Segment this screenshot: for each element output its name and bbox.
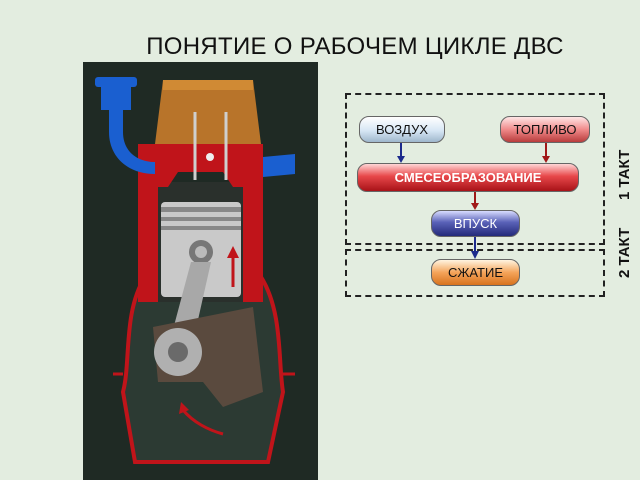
page-title: ПОНЯТИЕ О РАБОЧЕМ ЦИКЛЕ ДВС xyxy=(146,33,564,60)
cylinder-right-wall xyxy=(243,182,263,302)
engine-illustration xyxy=(83,62,318,480)
valve-cover xyxy=(155,80,261,144)
stage2-label: 2 ТАКТ xyxy=(616,227,633,278)
intake-pipe xyxy=(101,84,155,174)
stage1-label: 1 ТАКТ xyxy=(616,149,633,200)
node-fuel: ТОПЛИВО xyxy=(500,116,590,143)
node-air: ВОЗДУХ xyxy=(359,116,445,143)
node-compression: СЖАТИЕ xyxy=(431,259,520,286)
crank-rotation-arrow xyxy=(181,409,224,436)
node-mixing: СМЕСЕОБРАЗОВАНИЕ xyxy=(357,163,579,192)
exhaust-pipe xyxy=(263,154,295,177)
node-intake: ВПУСК xyxy=(431,210,520,237)
cylinder-left-wall xyxy=(138,182,158,302)
cylinder-head xyxy=(138,144,263,187)
